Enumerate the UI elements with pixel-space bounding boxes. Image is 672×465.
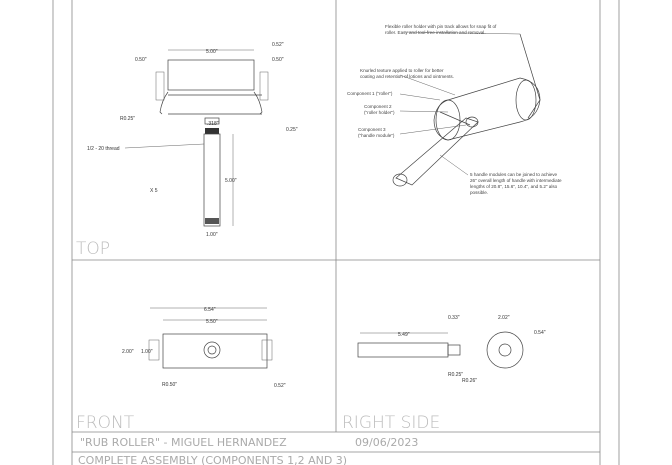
view-label-front: FRONT — [76, 413, 135, 433]
top-handle — [203, 133, 221, 227]
dim-top-dia: 1.00" — [206, 232, 218, 238]
dim-top-radius: R0.25" — [120, 116, 135, 122]
front-view: 6.54" 5.50" 2.00" 1.00" R0.50" 0.52" FRO… — [76, 307, 286, 433]
dim-top-length: 5.00" — [225, 178, 237, 184]
dim-right-shaft: 5.49" — [398, 332, 410, 338]
dim-front-inner-h: 1.00" — [141, 349, 153, 355]
top-neck — [204, 117, 220, 125]
dim-right-height: 0.54" — [534, 330, 546, 336]
note-texture-line1: Knurled texture applied to roller for be… — [360, 68, 444, 73]
view-label-top: TOP — [76, 239, 110, 259]
front-roller — [162, 333, 268, 369]
dim-top-right-offset: 0.50" — [272, 57, 284, 63]
dim-right-r2: R0.26" — [462, 378, 477, 384]
top-right-bracket — [259, 71, 269, 101]
top-thread-knurl — [205, 128, 219, 134]
right-shaft — [357, 342, 449, 358]
dim-front-radius: R0.50" — [162, 382, 177, 388]
note-comp1: Component 1 ("roller") — [347, 91, 393, 96]
note-handle-line3: lengths of 20.8", 15.6", 10.4", and 5.2"… — [470, 184, 558, 189]
iso-handle — [395, 117, 479, 186]
iso-thread-1 — [465, 116, 479, 128]
dim-top-left-offset: 0.50" — [135, 57, 147, 63]
dim-top-right-end: 0.52" — [272, 42, 284, 48]
iso-roller-end-right — [515, 79, 537, 121]
top-right-arm — [253, 91, 263, 115]
front-hub-outer — [203, 341, 221, 359]
iso-handle-end — [392, 173, 408, 187]
dim-right-gap: 0.33" — [448, 315, 460, 321]
dim-right-wheel: 2.02" — [498, 315, 510, 321]
right-neck — [447, 344, 461, 356]
note-holder-line1: Flexible roller holder with pin track al… — [385, 24, 497, 29]
front-hub-inner — [207, 345, 217, 355]
iso-roller-end-left — [435, 99, 461, 141]
dim-top-neck: .318" — [207, 121, 219, 127]
dim-front-height: 2.00" — [122, 349, 134, 355]
right-wheel — [486, 331, 524, 369]
iso-holder-neck — [439, 111, 471, 126]
note-comp3b: ("handle module") — [358, 133, 395, 138]
note-comp2b: ("roller holder") — [364, 110, 395, 115]
title-date: 09/06/2023 — [355, 436, 418, 449]
view-label-right: RIGHT SIDE — [342, 413, 440, 433]
iso-holder-arm — [519, 33, 541, 119]
right-wheel-hub — [498, 343, 512, 357]
dim-top-thread: 1/2 - 20 thread — [87, 146, 120, 152]
note-comp2a: Component 2 — [364, 104, 392, 109]
title-description: COMPLETE ASSEMBLY (COMPONENTS 1,2 AND 3) — [78, 454, 347, 465]
leader-comp1 — [399, 93, 441, 101]
note-handle-line4: possible. — [470, 190, 488, 195]
dim-front-roller: 5.50" — [206, 319, 218, 325]
top-view: 5.00" 0.50" 0.52" 0.50" R0.25" .318" 0.2… — [76, 42, 298, 259]
dim-top-count: X 5 — [150, 188, 158, 194]
iso-roller — [433, 77, 541, 141]
top-left-bracket — [155, 71, 165, 101]
right-view: 5.49" 0.33" 2.02" 0.54" R0.25" R0.26" RI… — [342, 315, 546, 433]
note-handle-line2: 26" overall length of handle with interm… — [470, 178, 562, 183]
leader-handle — [439, 154, 469, 176]
leader-thread — [124, 143, 205, 149]
top-left-arm — [159, 91, 169, 115]
dim-top-gap: 0.25" — [286, 127, 298, 133]
leader-comp2 — [399, 110, 449, 113]
top-handle-end — [205, 218, 219, 224]
front-left-bracket — [148, 339, 160, 361]
leader-comp3 — [399, 124, 467, 135]
dim-right-r1: R0.25" — [448, 372, 463, 378]
dim-top-width: 5.00" — [206, 49, 218, 55]
dim-front-overall: 6.54" — [204, 307, 216, 313]
dim-front-end: 0.52" — [274, 383, 286, 389]
leader-texture — [399, 74, 456, 96]
note-handle-line1: 5 handle modules can be joined to achiev… — [470, 172, 558, 177]
title-name: "RUB ROLLER" - MIGUEL HERNANDEZ — [80, 436, 287, 449]
note-texture-line2: coating and retention of lotions and oin… — [360, 74, 454, 79]
note-comp3a: Component 3 — [358, 127, 386, 132]
leader-holder — [404, 31, 521, 35]
top-roller-body — [167, 59, 255, 91]
front-right-bracket — [261, 339, 273, 361]
iso-view: Flexible roller holder with pin track al… — [347, 24, 562, 195]
